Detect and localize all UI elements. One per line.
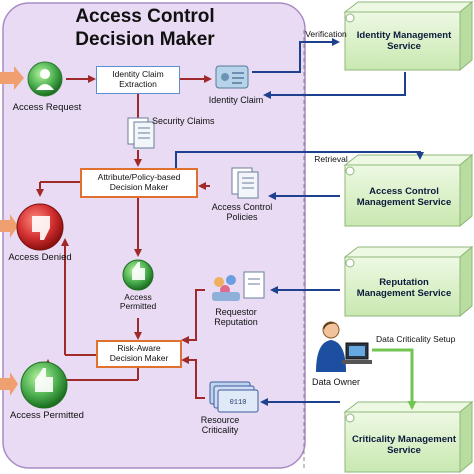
requestor-reputation-label: Requestor Reputation (214, 307, 258, 327)
panel-title-line1: Access Control (75, 6, 215, 27)
access-request-arrow (0, 66, 24, 90)
arrow-verification (252, 38, 340, 73)
identity-claim-extraction-box: Identity Claim Extraction (96, 66, 180, 94)
access-permitted-bottom-icon (20, 361, 68, 409)
access-denied-icon (16, 203, 64, 251)
arrow-identity-back (263, 72, 406, 99)
data-owner-label: Data Owner (311, 377, 361, 387)
denied-side-arrow (0, 214, 18, 238)
identity-server-icon (343, 0, 474, 72)
panel-title: Access Control Decision Maker (40, 6, 250, 52)
identity-claim-extraction-label: Identity Claim Extraction (112, 69, 164, 89)
security-claims-label: Security Claims (152, 116, 215, 126)
identity-claim-icon (215, 65, 249, 89)
access-control-policies-label: Access Control Policies (211, 202, 273, 222)
identity-service-label: Identity Management Service (356, 30, 452, 53)
access-permitted-mid-label: Access Permitted (119, 292, 157, 312)
panel-title-line2: Decision Maker (75, 28, 215, 50)
access-request-icon (27, 61, 63, 97)
risk-aware-decision-box: Risk-Aware Decision Maker (96, 340, 182, 368)
risk-aware-decision-label: Risk-Aware Decision Maker (109, 343, 169, 363)
reputation-service-label: Reputation Management Service (356, 277, 452, 300)
security-claims-icon (127, 117, 155, 149)
identity-claim-label: Identity Claim (208, 95, 264, 105)
retrieval-label: Retrieval (314, 154, 348, 164)
access-control-server-icon (343, 153, 474, 228)
arrow-retrieval (175, 151, 424, 168)
requestor-reputation-icon (212, 271, 265, 301)
arrow-data-criticality-setup (372, 348, 417, 410)
access-control-service-label: Access Control Management Service (356, 186, 452, 209)
data-criticality-setup-label: Data Criticality Setup (376, 334, 456, 344)
reputation-server-icon (343, 245, 474, 318)
svg-text:0110: 0110 (230, 399, 247, 407)
access-permitted-bottom-label: Access Permitted (10, 410, 84, 421)
permitted-side-arrow (0, 372, 18, 396)
access-control-policies-icon (231, 167, 259, 199)
attribute-policy-decision-label: Attribute/Policy-based Decision Maker (97, 172, 181, 192)
access-permitted-mid-icon (122, 259, 154, 291)
decision-maker-panel (2, 2, 306, 469)
resource-criticality-label: Resource Criticality (200, 415, 240, 435)
criticality-server-icon (343, 400, 474, 474)
data-owner-icon (316, 321, 372, 372)
criticality-service-label: Criticality Management Service (352, 434, 456, 457)
access-denied-label: Access Denied (8, 252, 72, 263)
arrow-criticality-to-risk (181, 356, 205, 399)
arrow-reputation-to-risk (181, 289, 205, 344)
verification-label: Verification (305, 29, 347, 39)
resource-criticality-icon: 0110 (209, 381, 259, 413)
attribute-policy-decision-box: Attribute/Policy-based Decision Maker (80, 168, 198, 198)
access-request-label: Access Request (12, 102, 82, 113)
